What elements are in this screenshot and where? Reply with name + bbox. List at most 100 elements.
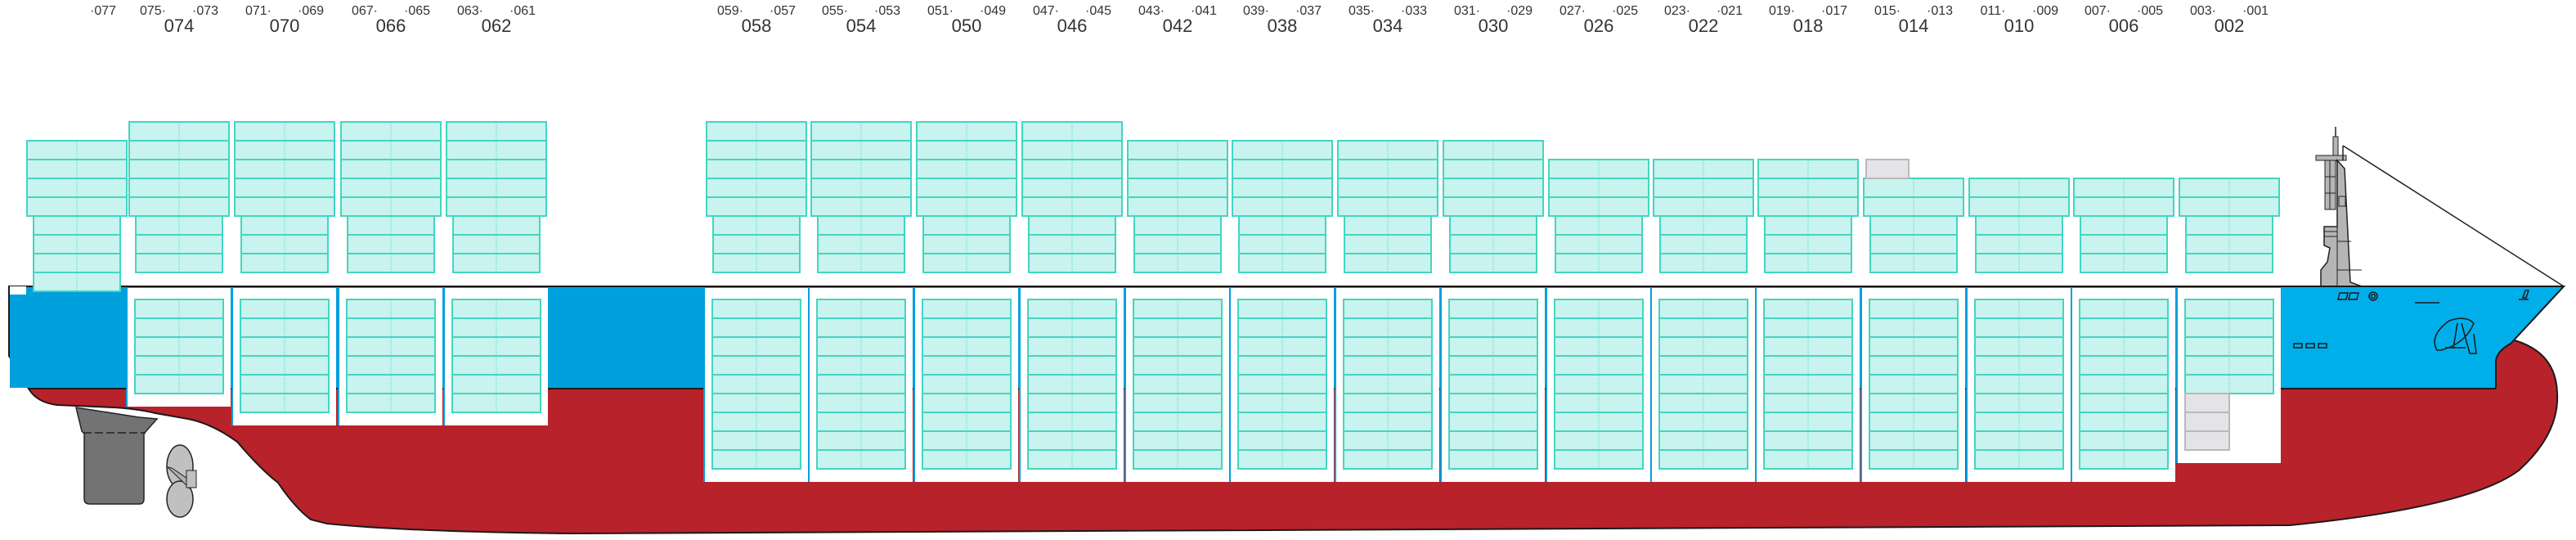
deck-tier <box>128 178 230 198</box>
hold-tier <box>1027 317 1117 338</box>
odd-bay-label-fwd: ·041 <box>1191 4 1217 18</box>
bay-046 <box>1019 121 1124 482</box>
deck-tier <box>1757 159 1859 179</box>
hold-tier <box>1448 317 1538 338</box>
hold-tier <box>1974 317 2064 338</box>
hold-tier <box>711 355 801 376</box>
deck-tier <box>340 159 442 179</box>
deck-lower-tier <box>1555 234 1643 254</box>
odd-bay-label-fwd: ·017 <box>1821 4 1847 18</box>
hold-tier <box>1658 449 1748 470</box>
hold-tier <box>240 355 330 376</box>
hold-tier <box>2184 299 2274 319</box>
hold-tier <box>2079 449 2169 470</box>
hold-tier <box>451 336 541 357</box>
hold-tier <box>1237 355 1327 376</box>
hold-tier <box>1658 299 1748 319</box>
hold-tier <box>816 355 906 376</box>
deck-lower-tier <box>347 234 435 254</box>
hold-tier <box>2079 317 2169 338</box>
deck-lower-tier <box>922 253 1011 273</box>
hold-tier <box>1658 393 1748 413</box>
deck-lower-tier <box>1449 234 1537 254</box>
hold-tier <box>2079 393 2169 413</box>
hold-tier <box>1343 374 1433 394</box>
deck-lower-tier <box>712 215 801 236</box>
deck-tier <box>1443 140 1544 160</box>
deck-tier <box>1021 196 1123 217</box>
deck-tier <box>916 121 1017 142</box>
bay-038 <box>1229 140 1334 482</box>
hold-tier <box>1763 393 1853 413</box>
deck-empty-slot <box>1865 159 1910 179</box>
bay-label: 050 <box>952 16 982 36</box>
deck-tier <box>1757 178 1859 198</box>
deck-lower-tier <box>712 253 801 273</box>
hold-tier <box>1027 336 1117 357</box>
hold-tier <box>1658 412 1748 432</box>
deck-tier <box>26 196 128 217</box>
hold-tier <box>1974 299 2064 319</box>
deck-tier <box>916 196 1017 217</box>
odd-bay-label-fwd: ·001 <box>2242 4 2269 18</box>
hold-tier <box>1133 374 1223 394</box>
bow-topside <box>2282 286 2564 388</box>
deck-tier <box>810 196 912 217</box>
deck-lower-tier <box>347 215 435 236</box>
hold-tier <box>1237 449 1327 470</box>
deck-tier <box>1127 140 1228 160</box>
hold-tier <box>1554 299 1644 319</box>
deck-lower-tier <box>1869 215 1958 236</box>
odd-bay-label-fwd: ·077 <box>90 4 116 18</box>
deck-lower-tier <box>1028 234 1116 254</box>
hold-tier <box>1133 299 1223 319</box>
hold-empty-slot <box>2184 393 2230 413</box>
odd-bay-label-aft: 031· <box>1454 4 1480 18</box>
deck-tier <box>446 178 547 198</box>
hold-tier <box>922 355 1012 376</box>
hold-tier <box>922 449 1012 470</box>
anchor-icon <box>2434 317 2477 354</box>
deck-tier <box>2073 178 2174 198</box>
deck-tier <box>234 196 335 217</box>
deck-lower-tier <box>1133 253 1222 273</box>
bay-label: 074 <box>164 16 195 36</box>
deck-tier <box>1337 196 1438 217</box>
deck-tier <box>1021 121 1123 142</box>
deck-tier <box>1021 159 1123 179</box>
hold-tier <box>922 336 1012 357</box>
deck-tier <box>1232 140 1333 160</box>
odd-bay-label-fwd: ·025 <box>1612 4 1638 18</box>
bow-stem <box>2495 286 2565 361</box>
hold-tier <box>1027 355 1117 376</box>
hold-tier <box>346 299 436 319</box>
hold-tier <box>922 317 1012 338</box>
deck-tier <box>1968 178 2070 198</box>
bay-002 <box>2176 178 2281 463</box>
deck-tier <box>234 159 335 179</box>
deck-lower-tier <box>1975 253 2063 273</box>
deck-tier <box>340 196 442 217</box>
odd-bay-label-fwd: ·069 <box>298 4 324 18</box>
deck-lower-tier <box>1764 234 1852 254</box>
hold-tier <box>816 336 906 357</box>
hold-tier <box>240 299 330 319</box>
deck-tier <box>1968 196 2070 217</box>
hold-tier <box>1869 412 1959 432</box>
deck-tier <box>340 140 442 160</box>
deck-lower-tier <box>33 272 121 292</box>
hold-tier <box>1658 336 1748 357</box>
odd-bay-label-fwd: ·057 <box>770 4 796 18</box>
bay-022 <box>1650 159 1755 482</box>
deck-tier <box>1653 159 1754 179</box>
deck-lower-tier <box>452 234 541 254</box>
deck-lower-tier <box>817 234 905 254</box>
hold-tier <box>1869 317 1959 338</box>
deck-tier <box>446 159 547 179</box>
deck-tier <box>1863 196 1964 217</box>
deck-tier <box>1443 159 1544 179</box>
